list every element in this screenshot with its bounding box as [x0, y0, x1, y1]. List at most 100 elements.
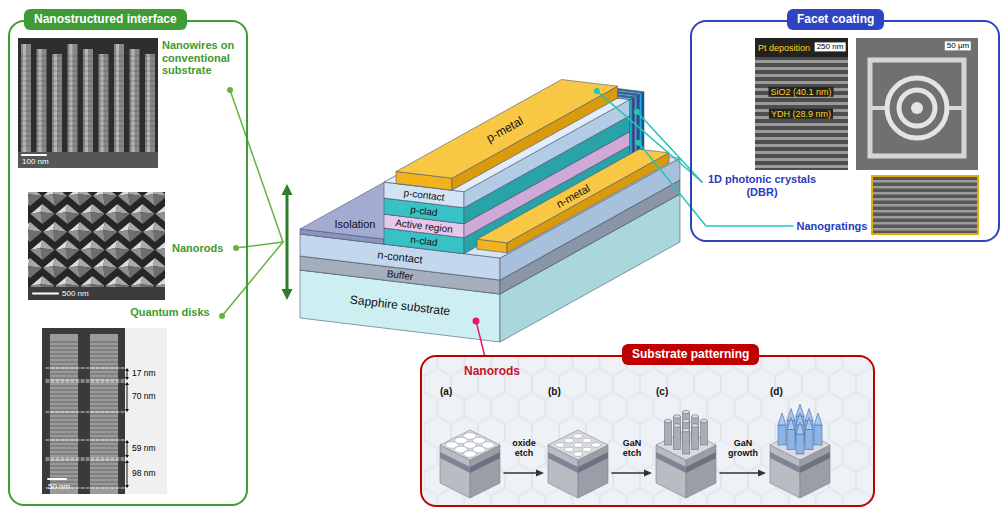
boundary-tick [46, 412, 124, 413]
dimension-arrowhead [125, 485, 129, 488]
quantum-disk [50, 422, 78, 423]
hexagon [654, 393, 680, 423]
pillar-top [692, 424, 699, 428]
quantum-disk [90, 342, 118, 343]
pyramid-facet [28, 266, 30, 278]
quantum-disk [90, 434, 118, 435]
quantum-disk [90, 394, 118, 395]
pyramid-facet [28, 230, 30, 242]
quantum-disk [50, 454, 78, 455]
pyramid-facet [143, 230, 155, 242]
panel-title: Nanostructured interface [24, 9, 187, 30]
quantum-disk [50, 450, 78, 451]
disk-striation [18, 66, 158, 67]
hexagon [668, 369, 694, 399]
hexagon [789, 356, 815, 375]
n-metal-contact-side [507, 153, 669, 253]
micrograph-ground [856, 38, 978, 170]
boundary-tick [46, 440, 124, 441]
pillar-top [701, 419, 708, 423]
pillar-top [683, 428, 690, 432]
boundary-tick [46, 460, 124, 461]
disk-striation [18, 71, 158, 72]
boundary-tick [46, 458, 124, 459]
dimension-line [127, 462, 128, 486]
nanowire [130, 49, 140, 156]
interface-leaders [219, 87, 293, 319]
disk-striation [18, 76, 158, 77]
etched-pillar [701, 421, 708, 445]
layer-label: Isolation [335, 218, 376, 230]
hexagon [803, 369, 829, 399]
pyramid-facet [53, 266, 67, 278]
hexagon [762, 489, 788, 506]
structure-callout: Nanowires on conventional substrate [162, 39, 244, 77]
etched-pillar [674, 426, 681, 450]
quantum-disk [90, 482, 118, 483]
metal-disk [574, 434, 583, 439]
hexagon [695, 369, 721, 399]
disk-striation [18, 146, 158, 147]
hexagon [438, 356, 464, 375]
pyramid-facet [28, 266, 42, 278]
micrograph-annotation: Pt deposition [756, 42, 812, 52]
pyramid-facet [156, 248, 166, 260]
disk-striation [18, 101, 158, 102]
hexagon [735, 489, 761, 506]
pyramid-facet [93, 266, 105, 278]
micrograph-annotation: YDH (28.9 nm) [769, 109, 833, 119]
regrown-pillar [805, 430, 813, 450]
nanorod-micrograph [28, 192, 165, 300]
pyramid-facet [78, 230, 92, 242]
hexagon [708, 489, 734, 506]
hexagon [749, 417, 775, 447]
dimension-label: 70 nm [132, 392, 156, 402]
quantum-disk [50, 446, 78, 447]
quantum-disk [50, 418, 78, 419]
pyramid-facet [43, 266, 55, 278]
dimension-line [127, 384, 128, 410]
disk-striation [18, 61, 158, 62]
micrograph-ground [872, 176, 978, 234]
process-label: oxide etch [505, 439, 543, 459]
hexagon [438, 393, 464, 423]
dbr-coating-side [634, 96, 636, 159]
dbr-stripe [755, 81, 848, 84]
pyramid-facet [103, 230, 117, 242]
dimension-label: 17 nm [132, 369, 156, 379]
quantum-disk [90, 414, 118, 415]
scale-bar [48, 478, 66, 480]
nanowire [83, 49, 93, 156]
process-arrow [720, 472, 759, 474]
quantum-disk [50, 362, 78, 363]
disk-striation [18, 136, 158, 137]
structure-callout: Nanorods [172, 242, 223, 255]
disk-striation [18, 81, 158, 82]
quantum-disk [50, 474, 78, 475]
pyramid-facet [131, 212, 143, 224]
regrown-pillar [787, 430, 795, 450]
quantum-disk [50, 414, 78, 415]
grating-stripe [872, 180, 978, 183]
pyramid-facet [81, 212, 93, 224]
arrowhead [536, 470, 544, 477]
hexagon [546, 393, 572, 423]
pillar-tip [778, 413, 786, 425]
pillar-tip [814, 413, 822, 425]
dimension-arrowhead [125, 440, 129, 443]
panel-frame: Nanostructured interface [8, 20, 248, 506]
pyramid-facet [106, 212, 118, 224]
micrograph-ground [28, 192, 165, 300]
nanowire-highlight [39, 49, 42, 156]
pyramid-facet [31, 248, 43, 260]
arrowhead [282, 289, 293, 300]
hexagon [546, 356, 572, 375]
quantum-disk [50, 374, 78, 375]
quantum-disk [50, 390, 78, 391]
nanowire-highlight [132, 49, 135, 156]
regrown-pillar [814, 425, 822, 445]
nanowire [37, 49, 47, 156]
process-step [656, 410, 716, 498]
pillar-top [665, 419, 672, 423]
